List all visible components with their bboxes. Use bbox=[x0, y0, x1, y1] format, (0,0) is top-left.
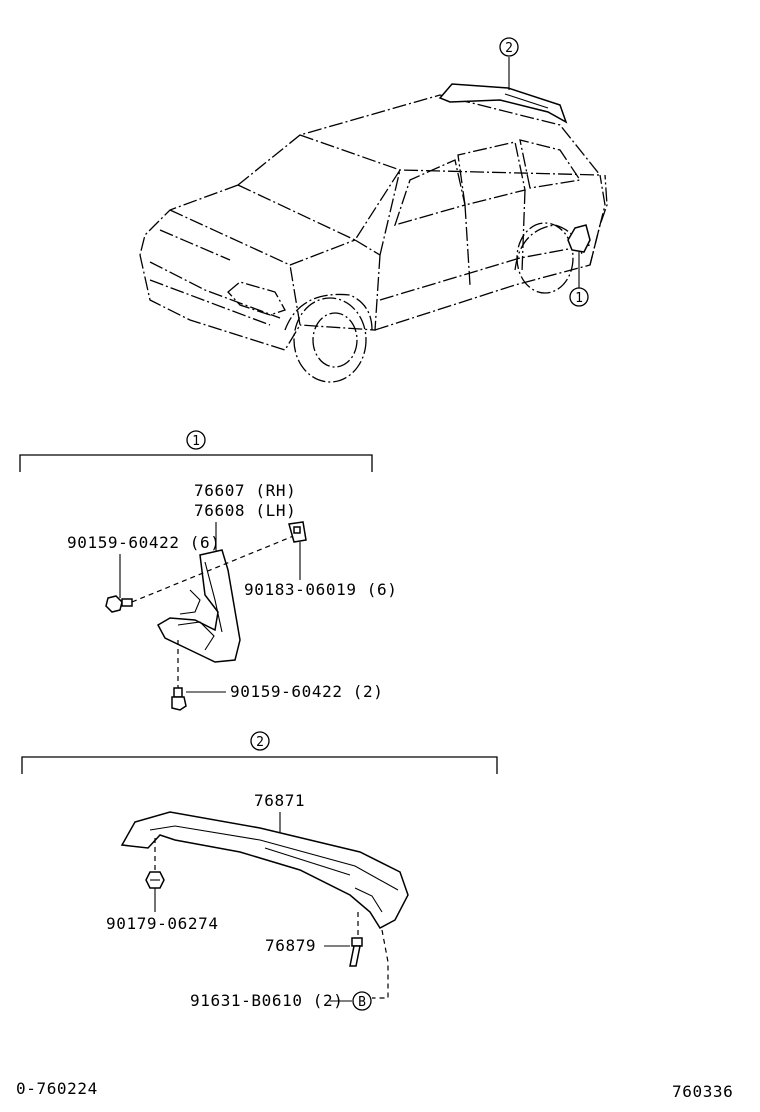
bolt-label: 91631-B0610 (2) bbox=[190, 991, 344, 1010]
bolt-ref-mark: B bbox=[358, 995, 366, 1010]
section-1-ref: 1 bbox=[192, 434, 200, 449]
footer-left-code: 0-760224 bbox=[16, 1079, 98, 1098]
footer-right-code: 760336 bbox=[672, 1082, 733, 1101]
part-76607-label: 76607 (RH) bbox=[194, 481, 296, 500]
part-76608-label: 76608 (LH) bbox=[194, 501, 296, 520]
nut-label: 90183-06019 (6) bbox=[244, 580, 398, 599]
mudguard-part bbox=[156, 549, 241, 663]
screw-icon bbox=[105, 595, 133, 613]
vehicle-illustration: 2 1 bbox=[139, 37, 608, 383]
section-1-mudguard: 1 76607 (RH) 76608 (LH) 90159-60422 (6) … bbox=[19, 430, 398, 711]
spoiler-part bbox=[120, 811, 409, 929]
screw-side-label: 90159-60422 (6) bbox=[67, 533, 221, 552]
screw-bottom-icon bbox=[171, 687, 187, 711]
spoiler-nut-icon bbox=[145, 871, 165, 889]
callout-1-label: 1 bbox=[575, 291, 583, 306]
section-1-bracket bbox=[19, 454, 373, 472]
spoiler-nut-label: 90179-06274 bbox=[106, 914, 219, 933]
stud-label: 76879 bbox=[265, 936, 316, 955]
bolt-b-mark-icon bbox=[352, 991, 372, 1011]
section-2-spoiler: 2 76871 90179-06274 76879 B 91631-B0610 … bbox=[21, 731, 498, 1011]
screw-bottom-label: 90159-60422 (2) bbox=[230, 682, 384, 701]
stud-icon bbox=[349, 937, 363, 967]
spoiler-label: 76871 bbox=[254, 791, 305, 810]
nut-icon bbox=[288, 521, 307, 543]
section-2-bracket bbox=[21, 756, 498, 774]
callout-2-label: 2 bbox=[505, 41, 513, 56]
section-2-ref: 2 bbox=[256, 735, 264, 750]
